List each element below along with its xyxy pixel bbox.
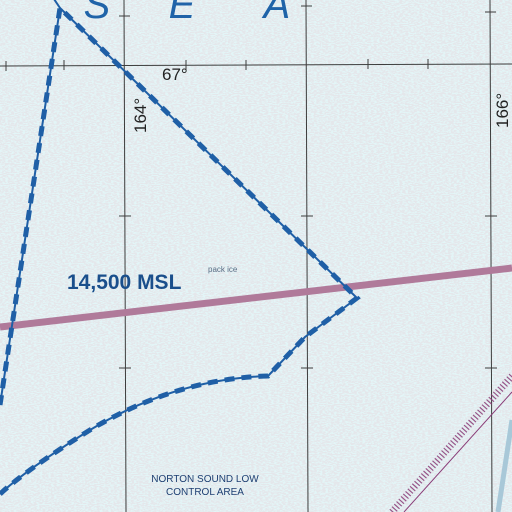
latitude-label: 67° xyxy=(162,65,188,84)
sea-letter-a: A xyxy=(262,0,293,27)
meridian-left xyxy=(123,0,127,512)
airspace-boundary xyxy=(0,0,361,496)
sea-letter-e: E xyxy=(169,0,198,27)
longitude-label-166: 166° xyxy=(493,93,512,128)
dotted-boundary xyxy=(389,373,512,512)
airspace-name-label: NORTON SOUND LOW CONTROL AREA xyxy=(151,474,259,498)
longitude-label-164: 164° xyxy=(131,98,150,133)
airspace-label-line-2: CONTROL AREA xyxy=(166,487,244,498)
meridian-166 xyxy=(489,0,493,512)
latitude-line-67 xyxy=(0,63,512,67)
meridian-center xyxy=(305,0,309,512)
shoreline-edge xyxy=(495,419,512,512)
pack-ice-label: pack ice xyxy=(208,265,238,274)
airway-line xyxy=(0,264,512,331)
airspace-label-line-1: NORTON SOUND LOW xyxy=(151,474,259,485)
sea-label: S E A xyxy=(84,0,293,27)
altitude-label: 14,500 MSL xyxy=(67,271,182,294)
sea-letter-s: S xyxy=(84,0,113,27)
graticule-ticks xyxy=(5,5,497,369)
